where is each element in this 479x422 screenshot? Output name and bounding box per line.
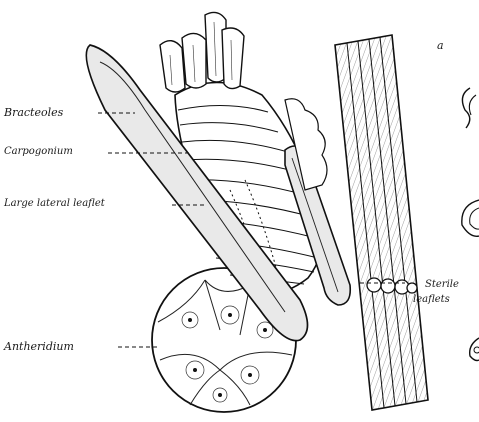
label-antheridium: Antheridium: [4, 341, 74, 352]
main-stem: [335, 35, 428, 410]
label-carpogonium: Carpogonium: [4, 147, 73, 157]
label-leaflets: leaflets: [413, 295, 450, 305]
label-bracteoles: Bracteoles: [4, 107, 63, 118]
panel-letter-a: a: [437, 40, 444, 51]
label-large-lateral-leaflet: Large lateral leaflet: [4, 199, 105, 209]
label-sterile: Sterile: [425, 280, 459, 290]
panel-a-drawing: [462, 88, 479, 361]
